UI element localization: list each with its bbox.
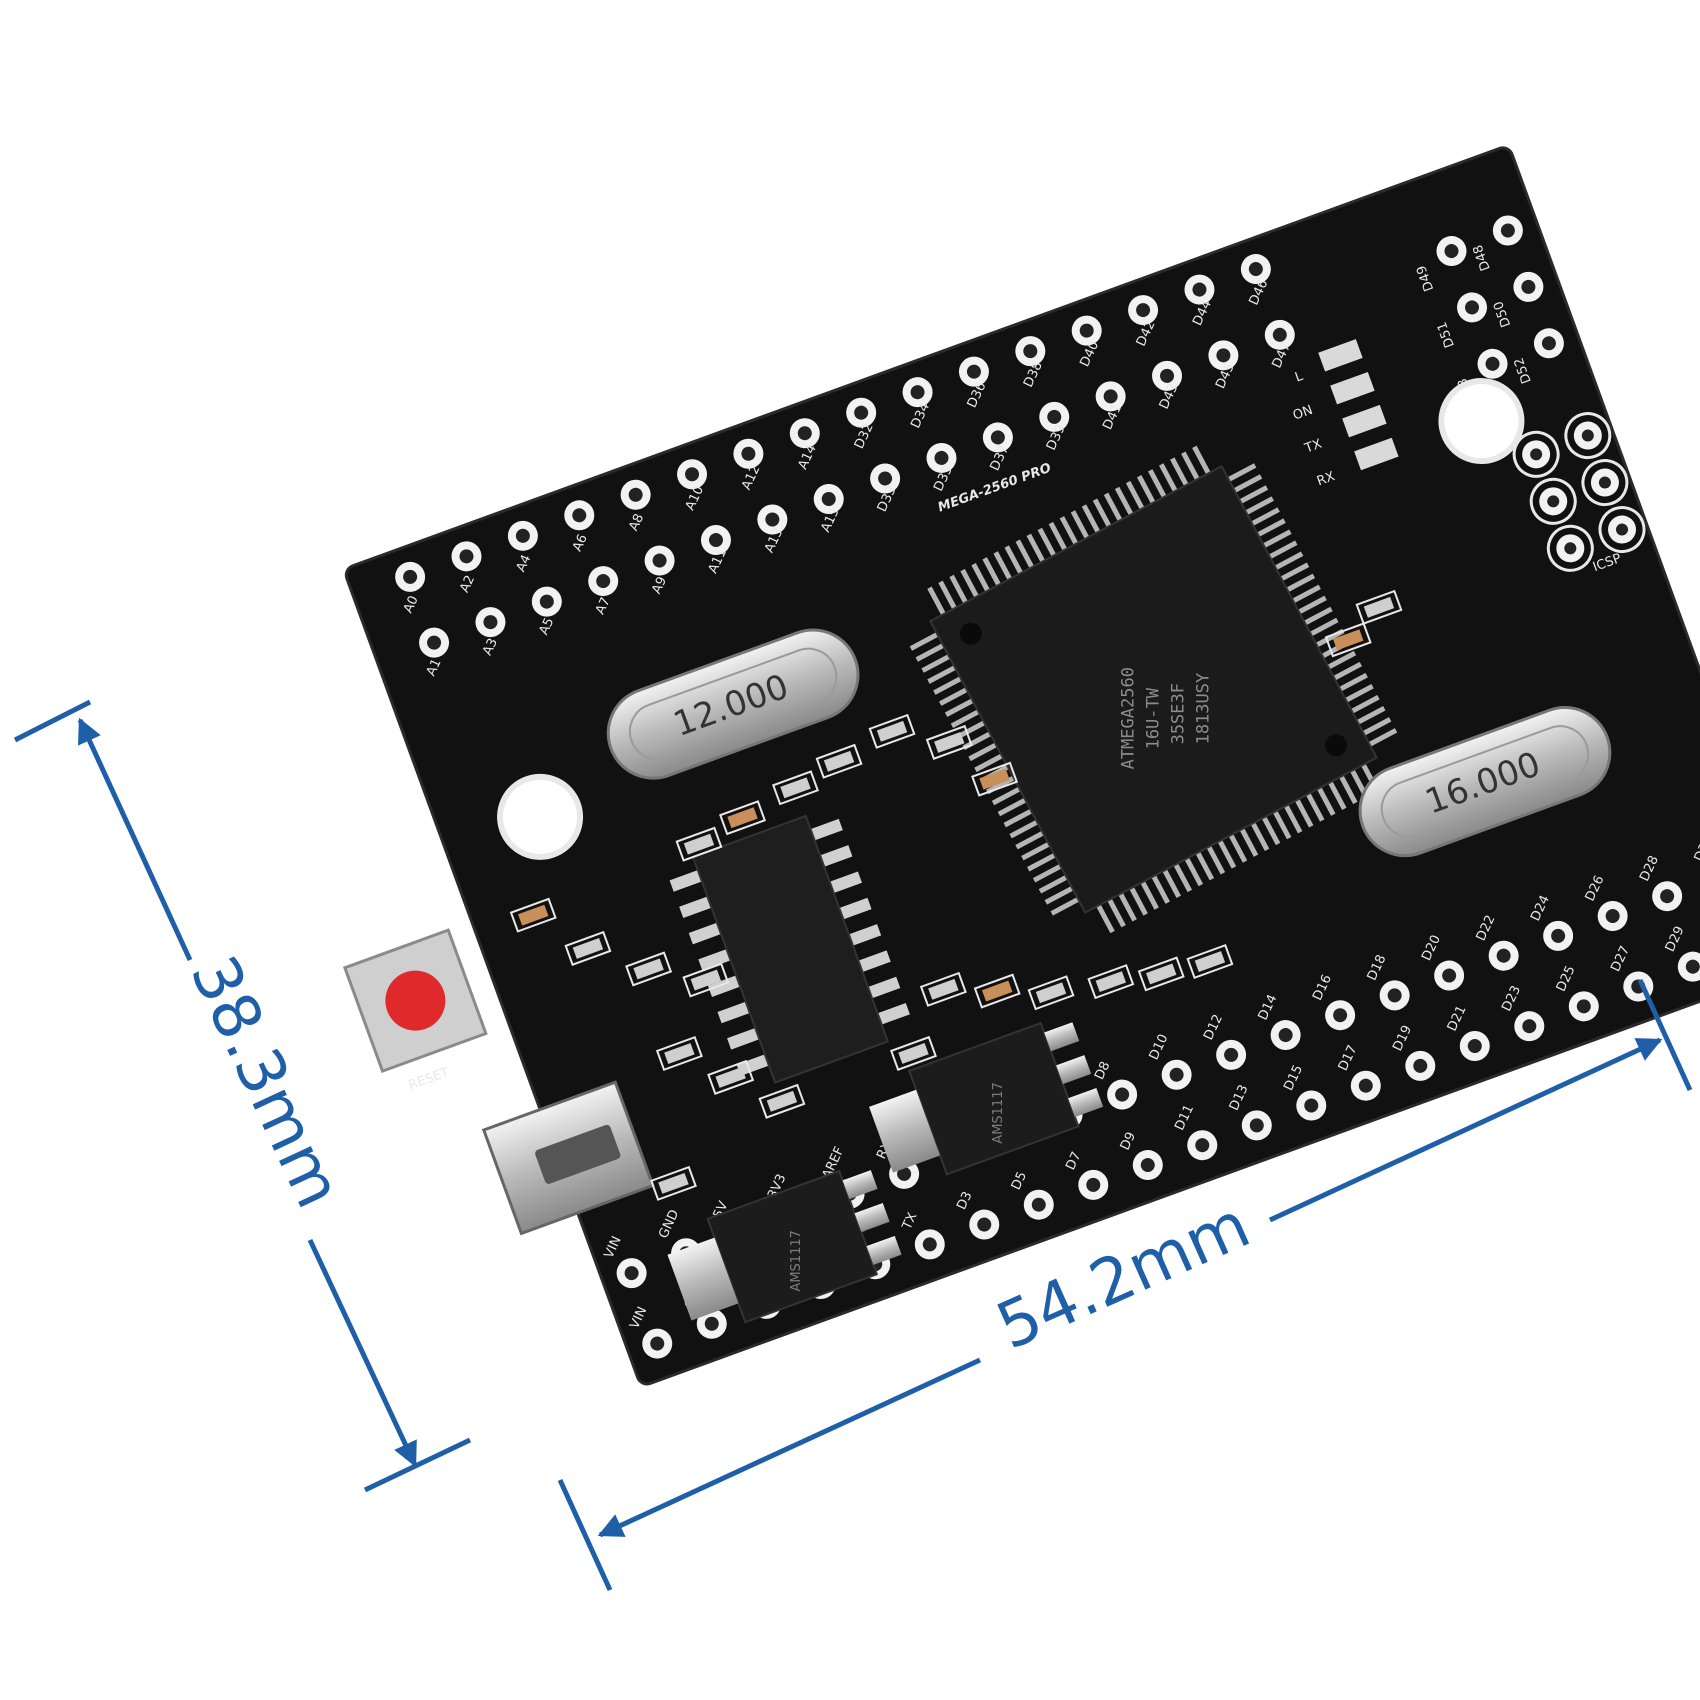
mounting-hole-right: [1438, 378, 1525, 465]
height-tick-top: [13, 699, 92, 743]
pin-label-D30: D30: [1692, 834, 1700, 864]
crystal-12mhz: 12.000: [606, 628, 860, 780]
height-tick-bottom: [363, 1437, 472, 1493]
led-rx: [1354, 437, 1399, 471]
pcb-board: A0A2A4A6A8A10A12A14D32D34D36D38D40D42D44…: [342, 146, 1700, 1386]
pin-label-A2: A2: [457, 573, 478, 595]
led-tx-label: TX: [1302, 437, 1324, 457]
mcu-line-4: 1813USY: [1193, 673, 1213, 745]
height-dimension: 38.3mm: [13, 699, 472, 1493]
led-rx-label: RX: [1315, 469, 1337, 489]
smd-components: [509, 589, 1403, 1201]
regulator-left-label: AMS1117: [789, 1230, 804, 1291]
voltage-regulator-left: AMS1117: [667, 1169, 902, 1324]
width-tick-right: [1637, 978, 1693, 1092]
pin-label-A6: A6: [570, 532, 591, 554]
pin-label-D3: D3: [954, 1189, 975, 1212]
height-arrow-top: [77, 717, 193, 962]
usb-serial-chip: [669, 814, 910, 1084]
pin-label-A9: A9: [649, 575, 670, 597]
width-arrow-left: [597, 1357, 982, 1538]
led-tx: [1342, 404, 1387, 438]
pin-label-A7: A7: [593, 595, 614, 617]
pin-label-A3: A3: [480, 636, 501, 658]
voltage-regulator-right: AMS1117: [869, 1021, 1104, 1176]
pin-label-A0: A0: [401, 594, 422, 616]
regulator-right-label: AMS1117: [991, 1082, 1006, 1143]
reset-button[interactable]: RESET: [342, 928, 497, 1100]
icsp-header: ICSP: [1512, 412, 1646, 575]
height-label: 38.3mm: [175, 945, 355, 1218]
top-pin-header: A0A2A4A6A8A10A12A14D32D34D36D38D40D42D44…: [395, 254, 1295, 679]
width-arrow-right: [1268, 1037, 1663, 1223]
width-tick-left: [557, 1478, 613, 1592]
height-arrow-bottom: [307, 1238, 418, 1468]
mounting-hole-left: [497, 773, 584, 860]
crystal-16mhz: 16.000: [1358, 706, 1612, 858]
micro-usb-port[interactable]: [481, 1080, 655, 1236]
pin-label-A1: A1: [424, 657, 445, 679]
pin-label-A4: A4: [514, 553, 535, 575]
led-on: [1330, 371, 1375, 405]
pin-label-D8: D8: [1092, 1059, 1113, 1082]
pin-label-A5: A5: [537, 616, 558, 638]
mcu-line-1: ATMEGA2560: [1118, 667, 1138, 769]
led-l: [1318, 339, 1363, 372]
right-pin-header: D48D50D52D49D51D53: [1414, 215, 1564, 406]
led-on-label: ON: [1291, 403, 1315, 424]
reset-label: RESET: [407, 1065, 451, 1093]
pin-label-D9: D9: [1118, 1130, 1139, 1153]
mcu-line-3: 35SE3F: [1168, 683, 1188, 744]
mcu-line-2: 16U-TW: [1143, 687, 1163, 749]
pin-label-D5: D5: [1009, 1169, 1030, 1192]
pin-label-D7: D7: [1063, 1150, 1084, 1173]
pin-label-TX: TX: [899, 1210, 920, 1233]
pin-label-A8: A8: [626, 512, 647, 534]
